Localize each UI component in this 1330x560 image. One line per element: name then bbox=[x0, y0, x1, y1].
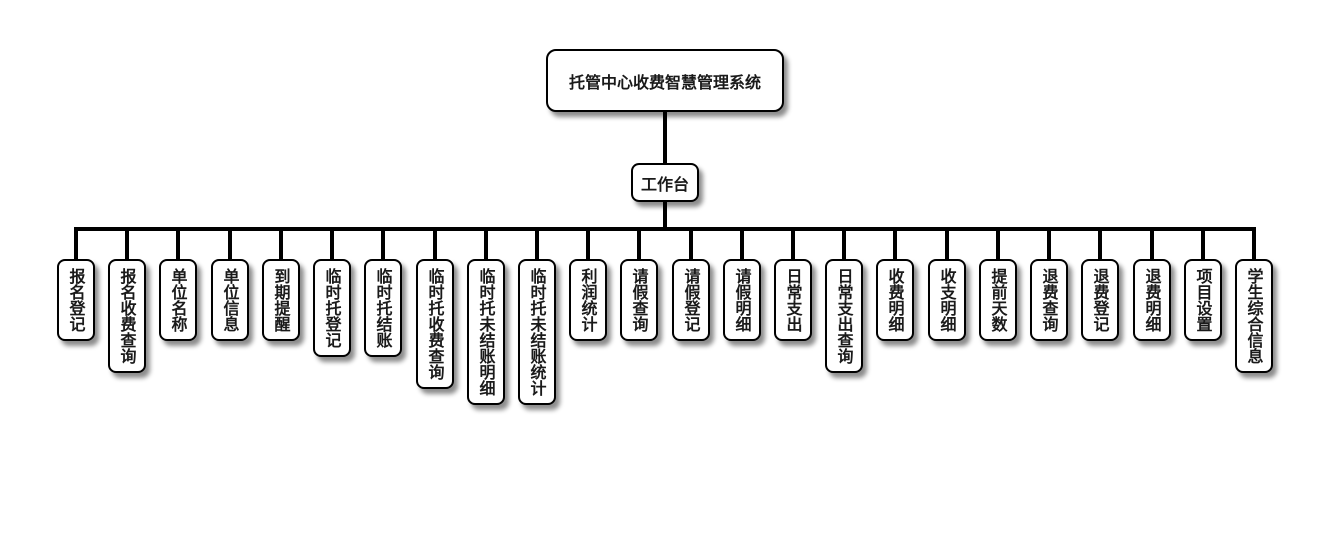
connector-module-2 bbox=[176, 229, 180, 260]
connector-module-18 bbox=[996, 229, 1000, 260]
connector-module-3 bbox=[228, 229, 232, 260]
connector-module-4 bbox=[279, 229, 283, 260]
module-node[interactable]: 报名收费查询 bbox=[108, 259, 146, 373]
connector-module-5 bbox=[330, 229, 334, 260]
module-node[interactable]: 请假明细 bbox=[723, 259, 761, 341]
connector-module-17 bbox=[945, 229, 949, 260]
module-node[interactable]: 临时托收费查询 bbox=[416, 259, 454, 389]
connector-module-7 bbox=[433, 229, 437, 260]
module-node-label: 退费明细 bbox=[1142, 268, 1162, 332]
module-node-label: 报名收费查询 bbox=[117, 268, 137, 364]
module-node[interactable]: 利润统计 bbox=[569, 259, 607, 341]
module-node[interactable]: 学生综合信息 bbox=[1235, 259, 1273, 373]
module-node[interactable]: 单位名称 bbox=[159, 259, 197, 341]
workbench-node-label: 工作台 bbox=[640, 174, 689, 194]
connector-module-16 bbox=[893, 229, 897, 260]
connector-module-23 bbox=[1252, 229, 1256, 260]
connector-module-15 bbox=[842, 229, 846, 260]
connector-module-9 bbox=[535, 229, 539, 260]
module-node[interactable]: 日常支出 bbox=[774, 259, 812, 341]
root-node[interactable]: 托管中心收费智慧管理系统 bbox=[546, 49, 784, 112]
module-node[interactable]: 提前天数 bbox=[979, 259, 1017, 341]
module-node-label: 退费登记 bbox=[1090, 268, 1110, 332]
connector-module-10 bbox=[586, 229, 590, 260]
module-node-label: 利润统计 bbox=[578, 268, 598, 332]
module-node-label: 请假查询 bbox=[629, 268, 649, 332]
connector-module-20 bbox=[1098, 229, 1102, 260]
connector-hub-bus bbox=[663, 202, 667, 230]
module-node-label: 请假明细 bbox=[732, 268, 752, 332]
connector-bus bbox=[74, 227, 1256, 231]
connector-module-12 bbox=[689, 229, 693, 260]
module-node-label: 学生综合信息 bbox=[1244, 268, 1264, 364]
module-node-label: 临时托未结账统计 bbox=[527, 268, 547, 396]
module-node-label: 请假登记 bbox=[681, 268, 701, 332]
module-node[interactable]: 收支明细 bbox=[928, 259, 966, 341]
module-node-label: 收费明细 bbox=[885, 268, 905, 332]
connector-module-8 bbox=[484, 229, 488, 260]
connector-module-14 bbox=[791, 229, 795, 260]
module-node-label: 临时托未结账明细 bbox=[476, 268, 496, 396]
connector-module-13 bbox=[740, 229, 744, 260]
module-node-label: 到期提醒 bbox=[271, 268, 291, 332]
module-node-label: 日常支出 bbox=[783, 268, 803, 332]
module-node[interactable]: 请假登记 bbox=[672, 259, 710, 341]
module-node[interactable]: 到期提醒 bbox=[262, 259, 300, 341]
connector-module-19 bbox=[1047, 229, 1051, 260]
module-node-label: 提前天数 bbox=[988, 268, 1008, 332]
module-node-label: 临时托登记 bbox=[322, 268, 342, 348]
module-node[interactable]: 项目设置 bbox=[1184, 259, 1222, 341]
module-node[interactable]: 临时托未结账明细 bbox=[467, 259, 505, 405]
module-node[interactable]: 退费查询 bbox=[1030, 259, 1068, 341]
module-node[interactable]: 请假查询 bbox=[620, 259, 658, 341]
connector-module-22 bbox=[1201, 229, 1205, 260]
module-node[interactable]: 单位信息 bbox=[211, 259, 249, 341]
connector-module-1 bbox=[125, 229, 129, 260]
root-node-label: 托管中心收费智慧管理系统 bbox=[568, 72, 761, 92]
module-node[interactable]: 报名登记 bbox=[57, 259, 95, 341]
module-node[interactable]: 临时托登记 bbox=[313, 259, 351, 357]
connector-module-6 bbox=[381, 229, 385, 260]
module-node-label: 单位信息 bbox=[220, 268, 240, 332]
module-node[interactable]: 收费明细 bbox=[876, 259, 914, 341]
module-node[interactable]: 退费明细 bbox=[1133, 259, 1171, 341]
module-node-label: 日常支出查询 bbox=[834, 268, 854, 364]
module-node-label: 收支明细 bbox=[937, 268, 957, 332]
connector-module-11 bbox=[637, 229, 641, 260]
module-node-label: 临时托结账 bbox=[373, 268, 393, 348]
module-node[interactable]: 日常支出查询 bbox=[825, 259, 863, 373]
connector-module-0 bbox=[74, 229, 78, 260]
module-node-label: 报名登记 bbox=[66, 268, 86, 332]
module-node-label: 项目设置 bbox=[1193, 268, 1213, 332]
module-node-label: 临时托收费查询 bbox=[425, 268, 445, 380]
connector-root-hub bbox=[663, 112, 667, 163]
module-node[interactable]: 退费登记 bbox=[1081, 259, 1119, 341]
module-node[interactable]: 临时托未结账统计 bbox=[518, 259, 556, 405]
module-node-label: 单位名称 bbox=[168, 268, 188, 332]
connector-module-21 bbox=[1150, 229, 1154, 260]
module-node-label: 退费查询 bbox=[1039, 268, 1059, 332]
module-node[interactable]: 临时托结账 bbox=[364, 259, 402, 357]
workbench-node[interactable]: 工作台 bbox=[631, 163, 699, 202]
